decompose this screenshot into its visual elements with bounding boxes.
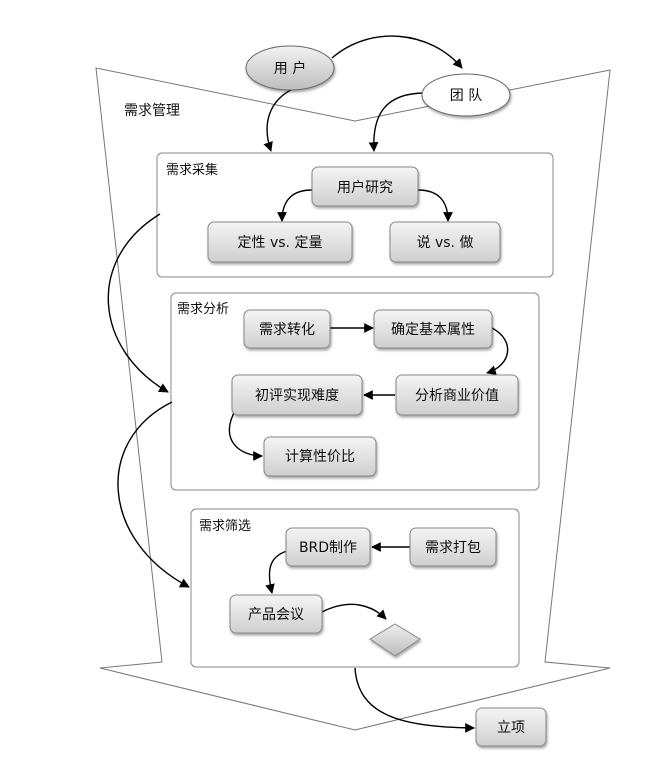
team-node: 团 队 xyxy=(421,73,511,117)
section-collect-title: 需求采集 xyxy=(166,162,218,178)
arrow-team-to-collect xyxy=(368,92,426,152)
node-project-init-label: 立项 xyxy=(497,720,525,736)
arrow-attrs-to-value xyxy=(486,327,509,375)
node-product-meeting: 产品会议 xyxy=(229,594,323,634)
node-brd: BRD制作 xyxy=(285,527,371,567)
section-analyze-title: 需求分析 xyxy=(177,302,229,317)
node-req-transform: 需求转化 xyxy=(243,309,331,349)
node-project-init: 立项 xyxy=(475,707,547,747)
node-req-package: 需求打包 xyxy=(409,527,497,567)
node-brd-label: BRD制作 xyxy=(299,540,357,556)
section-analyze: 需求分析 xyxy=(170,292,540,491)
node-cost-perf: 计算性价比 xyxy=(263,436,377,477)
node-product-meeting-label: 产品会议 xyxy=(248,607,304,623)
arrow-research-to-qual xyxy=(277,189,313,222)
arrow-user-to-team xyxy=(331,35,463,69)
section-collect: 需求采集 xyxy=(156,152,554,278)
arrow-collect-to-analyze xyxy=(107,213,169,393)
node-initial-eval-label: 初评实现难度 xyxy=(255,387,339,404)
node-req-package-label: 需求打包 xyxy=(425,539,481,556)
node-determine-attrs: 确定基本属性 xyxy=(373,309,493,349)
node-initial-eval: 初评实现难度 xyxy=(231,374,363,416)
arrow-meeting-to-decision xyxy=(321,603,387,620)
arrow-analyze-to-filter xyxy=(117,401,190,588)
arrow-brd-to-meeting xyxy=(265,550,288,594)
node-determine-attrs-label: 确定基本属性 xyxy=(391,321,475,338)
node-qual-quant: 定性 vs. 定量 xyxy=(207,221,353,263)
node-say-do: 说 vs. 做 xyxy=(389,221,501,263)
decision-diamond xyxy=(369,623,421,657)
arrow-user-to-collect xyxy=(263,87,296,152)
arrow-eval-to-costperf xyxy=(228,408,263,461)
user-node: 用 户 xyxy=(245,45,335,91)
node-user-research: 用户研究 xyxy=(311,166,419,207)
node-business-value: 分析商业价值 xyxy=(395,374,519,416)
arrow-funnel-to-project xyxy=(354,667,475,733)
section-filter: 需求筛选 xyxy=(190,508,520,668)
node-user-research-label: 用户研究 xyxy=(337,179,393,196)
team-node-label: 团 队 xyxy=(450,88,482,104)
user-node-label: 用 户 xyxy=(274,60,306,77)
connectors xyxy=(107,35,509,733)
node-say-do-label: 说 vs. 做 xyxy=(417,235,474,251)
node-business-value-label: 分析商业价值 xyxy=(415,388,499,404)
arrow-research-to-saydo xyxy=(417,189,453,222)
section-filter-title: 需求筛选 xyxy=(199,519,251,534)
node-cost-perf-label: 计算性价比 xyxy=(285,449,355,465)
node-req-transform-label: 需求转化 xyxy=(259,322,315,338)
node-qual-quant-label: 定性 vs. 定量 xyxy=(238,235,323,251)
funnel-title: 需求管理 xyxy=(124,103,180,119)
